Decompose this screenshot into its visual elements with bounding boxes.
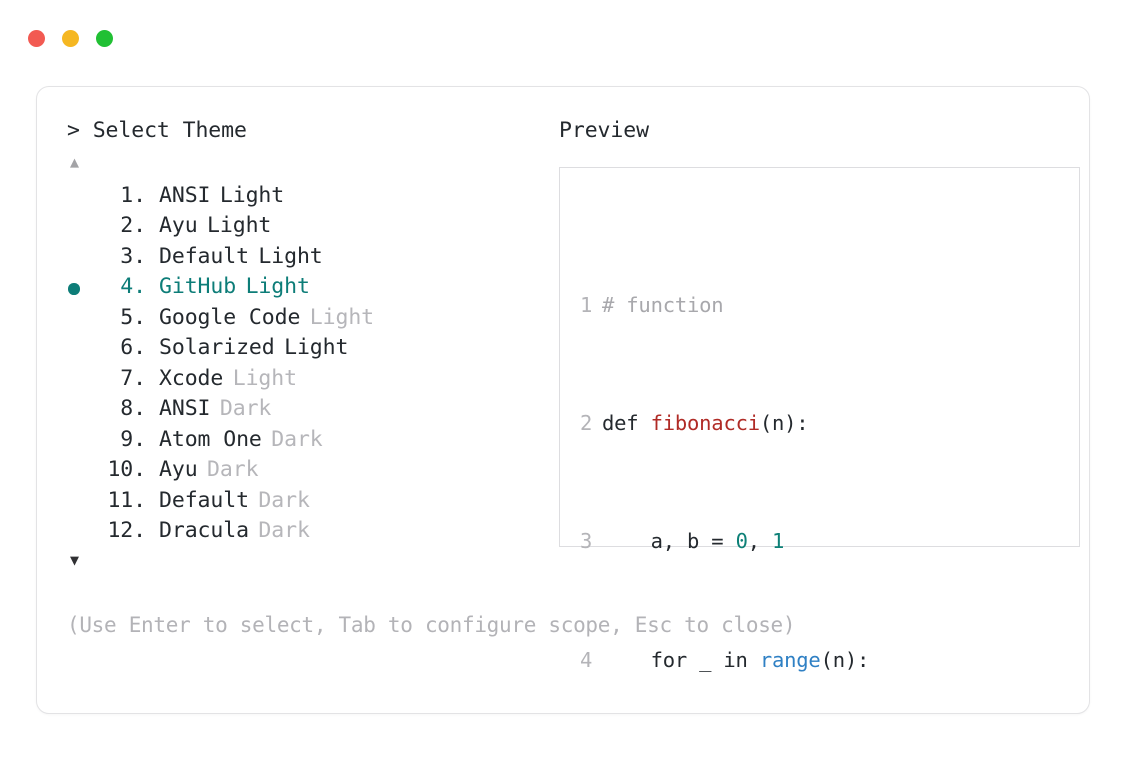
list-item-name: Dracula (159, 518, 249, 544)
list-item-suffix: Light (219, 182, 285, 208)
list-item-number: 5. (120, 304, 146, 330)
token-number-one: 1 (772, 529, 785, 554)
theme-selector-column: > Select Theme ▲ 1. ANSI Light 2. Ay (65, 117, 535, 573)
list-item[interactable]: 9. Atom One Dark (67, 425, 535, 456)
list-item[interactable]: 10. Ayu Dark (67, 455, 535, 486)
list-item-name: Solarized (159, 335, 275, 361)
token-args: (n): (759, 410, 809, 435)
token-comma: , (747, 529, 773, 554)
token-for-clause: for _ in (602, 647, 760, 672)
list-item-suffix: Light (232, 365, 297, 391)
code-line: 2 def fibonacci(n): (580, 409, 1079, 439)
code-line: 4 for _ in range(n): (580, 646, 1079, 676)
list-item-number: 10. (107, 457, 146, 483)
theme-picker-card: > Select Theme ▲ 1. ANSI Light 2. Ay (36, 86, 1090, 714)
list-item[interactable]: 8. ANSI Dark (67, 394, 535, 425)
scroll-down-indicator-icon[interactable]: ▼ (70, 550, 80, 569)
list-item-number: 8. (120, 396, 146, 422)
preview-label: Preview (559, 118, 649, 143)
window-titlebar (28, 30, 113, 47)
list-item-suffix: Dark (271, 426, 323, 452)
token-comment: # function (602, 292, 724, 317)
token-number-zero: 0 (735, 529, 748, 554)
list-item-number: 7. (120, 365, 146, 391)
list-item-name: Default (159, 487, 249, 513)
list-item-number: 11. (107, 487, 146, 513)
list-item-suffix: Light (309, 304, 375, 330)
list-item-name: ANSI (159, 182, 211, 208)
list-item-suffix: Dark (207, 457, 259, 483)
line-number: 4 (580, 647, 593, 672)
list-item-suffix: Light (258, 243, 323, 269)
list-item-number: 3. (120, 243, 146, 269)
list-item-suffix: Dark (258, 487, 310, 513)
scroll-up-indicator-icon[interactable]: ▲ (70, 152, 80, 171)
maximize-window-button[interactable] (96, 30, 113, 47)
list-item-name: Google Code (159, 304, 301, 330)
list-item-number: 1. (120, 182, 146, 208)
list-item-name: Default (159, 243, 249, 269)
list-item-name: Ayu (159, 457, 198, 483)
token-assign-lhs: a, b = (602, 529, 736, 554)
selection-bullet-cell (67, 272, 98, 364)
line-number: 2 (580, 410, 593, 435)
keyboard-hint-text: (Use Enter to select, Tab to configure s… (67, 613, 796, 637)
list-item-suffix: Light (207, 213, 272, 239)
theme-list[interactable]: 1. ANSI Light 2. Ayu Light 3. (67, 181, 535, 547)
list-item[interactable]: 12. Dracula Dark (67, 516, 535, 547)
list-item[interactable]: 2. Ayu Light (67, 211, 535, 242)
list-item-suffix: Light (284, 335, 349, 361)
token-space (638, 411, 650, 435)
list-item[interactable]: 11. Default Dark (67, 486, 535, 517)
list-item-suffix: Dark (219, 396, 272, 422)
token-builtin-range: range (759, 647, 821, 672)
list-item-suffix: Dark (258, 518, 310, 544)
list-item[interactable]: 6. Solarized Light (67, 333, 535, 364)
code-line: 3 a, b = 0, 1 (580, 527, 1079, 557)
list-item-name: GitHub (159, 274, 237, 300)
token-keyword-def: def (602, 410, 639, 435)
list-item-name: Ayu (159, 213, 198, 239)
line-number: 3 (580, 529, 593, 554)
list-item[interactable]: 1. ANSI Light (67, 181, 535, 212)
code-line: 1 # function (580, 291, 1079, 321)
list-item-name: Atom One (159, 426, 262, 452)
list-item-suffix: Light (245, 274, 310, 300)
minimize-window-button[interactable] (62, 30, 79, 47)
selected-bullet-icon (68, 283, 80, 295)
list-item[interactable]: 3. Default Light (67, 242, 535, 273)
token-function-name: fibonacci (650, 410, 760, 435)
list-item-number: 2. (120, 213, 146, 239)
list-item[interactable]: 5. Google Code Light (67, 303, 535, 334)
token-range-args: (n): (820, 647, 870, 672)
list-item-number: 12. (107, 518, 146, 544)
list-item[interactable]: 7. Xcode Light (67, 364, 535, 395)
select-theme-prompt: > Select Theme (67, 118, 247, 143)
list-item-number: 6. (120, 335, 146, 361)
list-item-selected[interactable]: 4. GitHub Light (67, 272, 535, 303)
list-item-name: ANSI (159, 396, 211, 422)
list-item-name: Xcode (159, 365, 224, 391)
list-item-number: 4. (120, 274, 146, 300)
line-number: 1 (580, 292, 593, 317)
list-item-number: 9. (120, 426, 146, 452)
close-window-button[interactable] (28, 30, 45, 47)
